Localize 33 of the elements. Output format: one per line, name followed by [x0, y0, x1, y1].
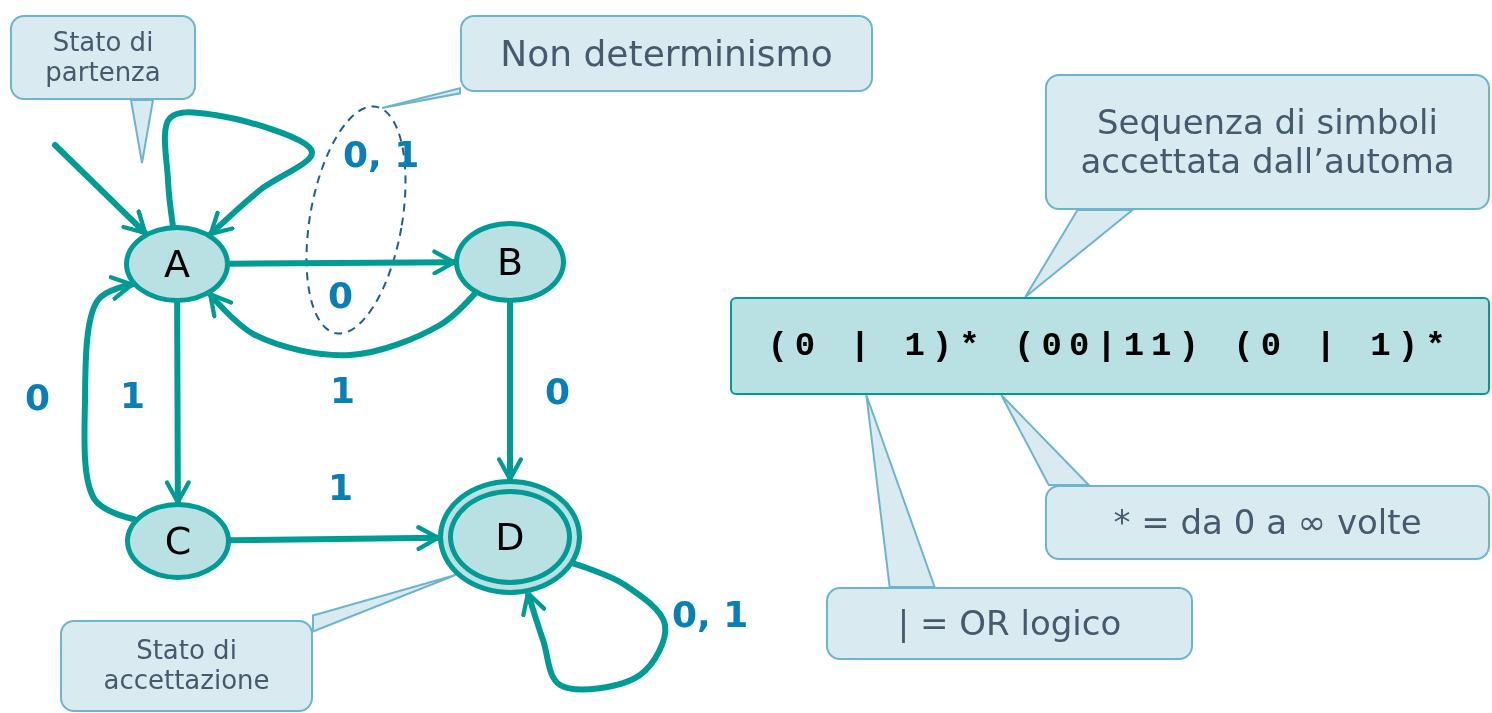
edge-label: 1 [120, 378, 146, 414]
node-text: Sequenza di simboli accettata dall’automa [1079, 102, 1456, 182]
edge-label: 0, 1 [672, 597, 749, 633]
node-text: Stato di accettazione [102, 636, 271, 696]
edge-label: 0, 1 [343, 137, 420, 173]
transition-arrow [161, 109, 315, 237]
callout-pointer [1000, 394, 1092, 486]
edge-label: 0 [328, 278, 354, 314]
node-text: | = OR logico [897, 603, 1122, 644]
node-text: Stato di partenza [44, 27, 162, 88]
edge-label: 1 [330, 373, 356, 409]
edge-label: 1 [328, 470, 354, 506]
node-text: D [495, 515, 525, 559]
callout-pointer [1024, 209, 1136, 298]
transition-arrow [81, 275, 137, 523]
callout-box [60, 620, 313, 712]
transition-arrow [52, 142, 149, 236]
node-text: (0 | 1)* (00|11) (0 | 1)* [767, 327, 1453, 365]
node-text: C [164, 519, 192, 563]
edge-label: 0 [545, 374, 571, 410]
node-text: A [164, 242, 190, 286]
regex-box [730, 297, 1490, 395]
callout-pointer [129, 99, 155, 164]
node-text: * = da 0 a ∞ volte [1113, 502, 1422, 543]
node-text: Non determinismo [500, 32, 833, 75]
callout-box [826, 587, 1193, 660]
state-circle [124, 225, 230, 303]
callout-box [10, 15, 196, 100]
callout-box [460, 15, 873, 92]
callout-pointer [865, 394, 937, 588]
node-text: B [496, 240, 524, 284]
edge-label: 0 [25, 380, 51, 416]
transition-arrow [521, 560, 669, 693]
